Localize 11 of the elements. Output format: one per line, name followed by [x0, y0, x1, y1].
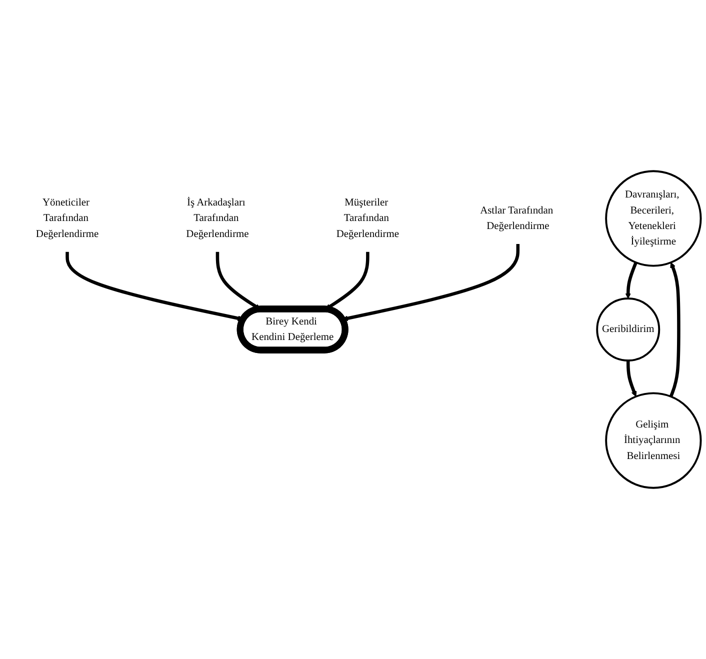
arrow: [625, 262, 638, 299]
arrow: [325, 252, 370, 310]
arrow: [669, 262, 680, 398]
node-circle: Davranışları, Becerileri, Yetenekleri İyileştirme: [605, 170, 702, 267]
node-text: Yöneticiler Tarafından Değerlendirme: [36, 196, 99, 240]
node-text: Astlar Tarafından Değerlendirme: [480, 204, 554, 232]
node-circle: Gelişim İhtiyaçlarının Belirlenmesi: [605, 392, 702, 489]
arrow: [626, 360, 637, 397]
node-text: Müşteriler Tarafından Değerlendirme: [336, 196, 400, 240]
node-circle: Geribildirim: [596, 298, 660, 362]
node-text: İş Arkadaşları Tarafından Değerlendirme: [186, 196, 249, 240]
